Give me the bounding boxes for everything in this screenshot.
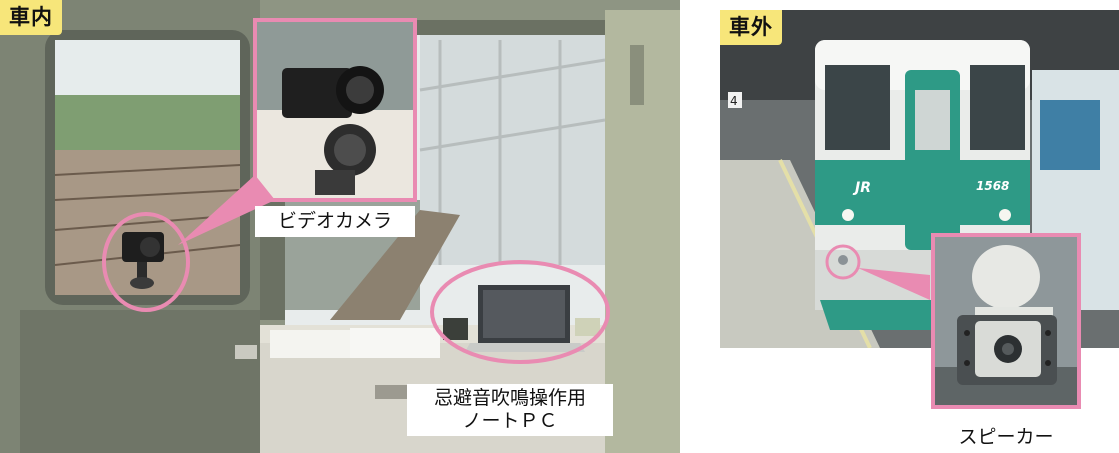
camera-zoom-inset (253, 18, 417, 202)
speaker-highlight-circle (825, 244, 861, 280)
speaker-illustration (935, 237, 1077, 405)
camera-label: ビデオカメラ (255, 206, 415, 237)
outside-tag: 車外 (720, 10, 782, 45)
inside-cab-photo: 車内 ビデオカメラ 忌避音吹鳴操作用 ノートＰＣ (0, 0, 680, 453)
speaker-callout-pointer (858, 268, 930, 300)
speaker-zoom-inset (931, 233, 1081, 409)
camera-highlight-circle (102, 212, 190, 312)
laptop-highlight-circle (430, 260, 610, 364)
jr-logo: JR (852, 180, 871, 196)
laptop-label: 忌避音吹鳴操作用 ノートＰＣ (407, 384, 613, 436)
inside-cab-illustration (0, 0, 680, 453)
inside-tag: 車内 (0, 0, 62, 35)
laptop-label-line1: 忌避音吹鳴操作用 (433, 387, 586, 409)
speaker-caption: スピーカー (958, 426, 1054, 448)
platform-number: 4 (730, 94, 738, 108)
laptop-label-line2: ノートＰＣ (462, 409, 558, 432)
camera-callout-pointer (178, 175, 275, 245)
car-number: 1568 (976, 179, 1009, 193)
laptop (465, 285, 585, 352)
mounted-camera (122, 232, 164, 289)
